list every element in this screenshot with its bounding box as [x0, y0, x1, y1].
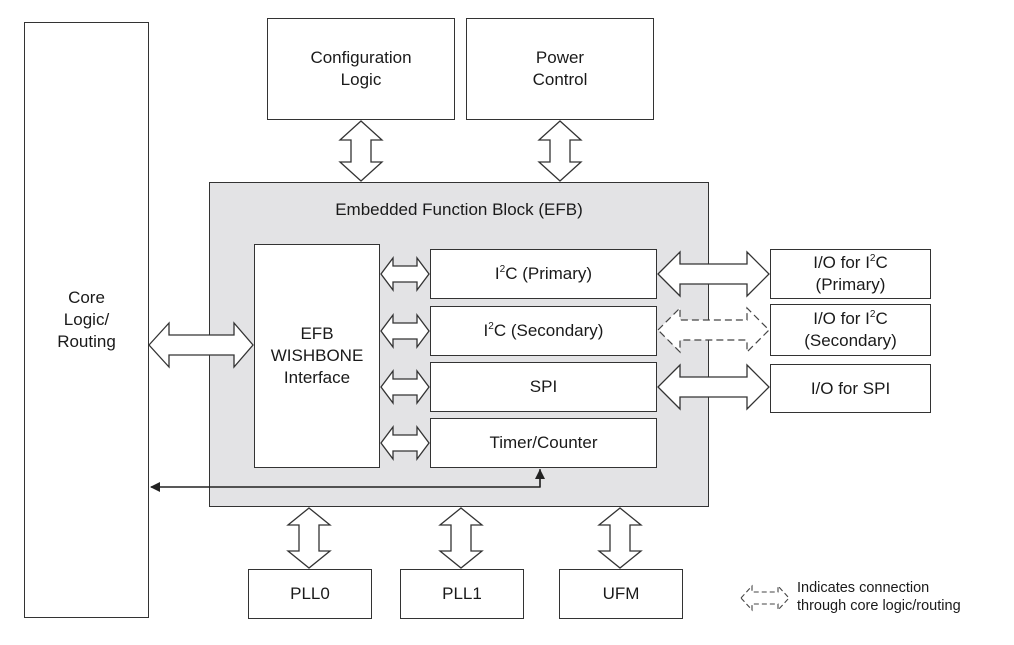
pll1-efb-arrow: [438, 507, 484, 569]
configuration-logic-label: Configuration Logic: [310, 48, 412, 89]
spi-block: SPI: [430, 362, 657, 412]
pll1-block: PLL1: [400, 569, 524, 619]
efb-wishbone-interface-block: EFB WISHBONE Interface: [254, 244, 380, 468]
core-logic-label: Core Logic/ Routing: [57, 288, 116, 351]
pll0-efb-arrow: [286, 507, 332, 569]
efb-title: Embedded Function Block (EFB): [335, 200, 583, 219]
pll1-label: PLL1: [442, 584, 482, 603]
timer-core-line: [150, 469, 541, 492]
power-control-block: Power Control: [466, 18, 654, 120]
core-logic-routing-block: Core Logic/ Routing: [24, 22, 149, 618]
pll0-label: PLL0: [290, 584, 330, 603]
power-efb-arrow: [537, 120, 583, 182]
ufm-label: UFM: [602, 584, 640, 603]
wishbone-timer-arrow: [380, 425, 430, 461]
power-control-label: Power Control: [532, 48, 588, 89]
wishbone-i2c-secondary-arrow: [380, 313, 430, 349]
io-i2c-primary-block: I/O for I2C(Primary): [770, 249, 931, 299]
io-spi-label: I/O for SPI: [810, 378, 891, 398]
wishbone-i2c-primary-arrow: [380, 256, 430, 292]
legend-dashed-arrow-icon: [740, 584, 790, 612]
spi-label: SPI: [529, 377, 558, 396]
wishbone-spi-arrow: [380, 369, 430, 405]
config-efb-arrow: [338, 120, 384, 182]
core-wishbone-arrow: [148, 321, 254, 369]
pll0-block: PLL0: [248, 569, 372, 619]
timer-counter-label: Timer/Counter: [489, 433, 598, 452]
io-i2c-primary-label: I/O for I2C(Primary): [813, 253, 888, 294]
legend-text: Indicates connection through core logic/…: [797, 580, 961, 614]
i2c-primary-block: I2C (Primary): [430, 249, 657, 299]
timer-counter-block: Timer/Counter: [430, 418, 657, 468]
spi-io-arrow: [657, 363, 770, 411]
io-i2c-secondary-label: I/O for I2C(Secondary): [804, 309, 897, 350]
ufm-block: UFM: [559, 569, 683, 619]
configuration-logic-block: Configuration Logic: [267, 18, 455, 120]
i2c-secondary-block: I2C (Secondary): [430, 306, 657, 356]
i2c-secondary-io-dashed-arrow: [657, 306, 770, 354]
ufm-efb-arrow: [597, 507, 643, 569]
io-i2c-secondary-block: I/O for I2C(Secondary): [770, 304, 931, 356]
wishbone-label: EFB WISHBONE Interface: [270, 324, 364, 387]
i2c-primary-io-arrow: [657, 250, 770, 298]
io-spi-block: I/O for SPI: [770, 364, 931, 413]
i2c-secondary-label: I2C (Secondary): [483, 321, 604, 340]
i2c-primary-label: I2C (Primary): [494, 264, 593, 283]
